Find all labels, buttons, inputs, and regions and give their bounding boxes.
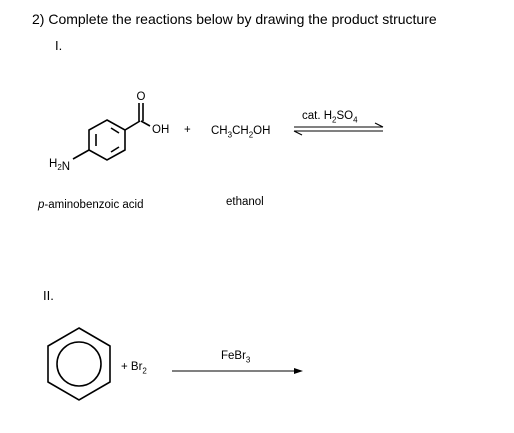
catalyst-label: cat. H2SO4 — [302, 110, 358, 125]
plus-sign-1: + — [184, 124, 191, 136]
bromine-sub: 2 — [142, 366, 147, 376]
question-title: 2) Complete the reactions below by drawi… — [32, 11, 437, 27]
benzene-ring-aminobenzoic — [72, 103, 151, 161]
ethanol-name: ethanol — [226, 196, 264, 208]
reaction-2-arrow — [172, 368, 303, 374]
reaction-2-numeral: II. — [43, 288, 54, 303]
carbonyl-oxygen-label: O — [137, 91, 146, 103]
bromine-reagent: + Br2 — [121, 361, 147, 376]
hydroxyl-label: OH — [152, 124, 169, 136]
ethanol-formula: CH3CH2OH — [211, 125, 271, 140]
amine-label: H2N — [49, 158, 70, 173]
name-rest: -aminobenzoic acid — [44, 199, 144, 211]
benzene-ring-reaction-2 — [47, 327, 111, 401]
catalyst-so: SO — [336, 110, 354, 122]
bromine-text: + Br — [121, 361, 143, 373]
febr-text: FeBr — [221, 350, 246, 362]
reaction-1-numeral: I. — [55, 38, 63, 53]
febr-sub: 3 — [245, 355, 251, 365]
febr3-catalyst: FeBr3 — [221, 350, 251, 365]
equilibrium-arrow — [293, 122, 384, 136]
catalyst-prefix: cat. H — [302, 110, 333, 122]
catalyst-sub-o: 4 — [353, 115, 358, 125]
catalyst-sub-h: 2 — [332, 115, 337, 125]
aminobenzoic-acid-name: p-aminobenzoic acid — [38, 199, 144, 212]
name-prefix-italic: p — [38, 199, 45, 211]
